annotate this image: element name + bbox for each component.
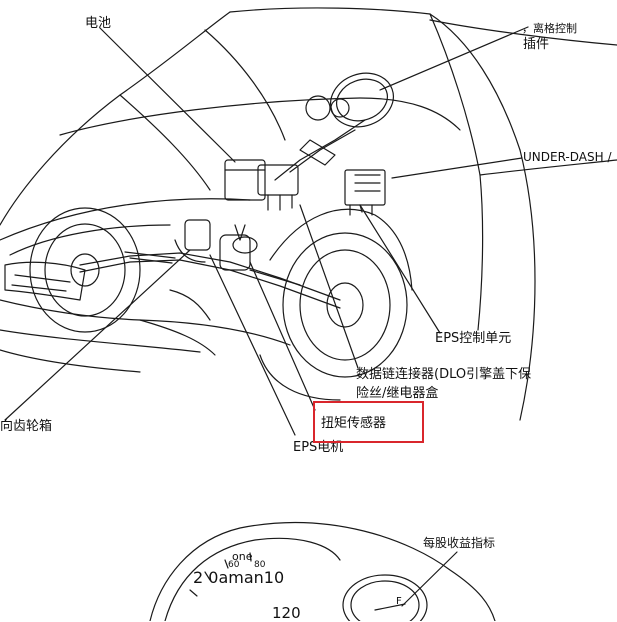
gauge-overlay-text: 2 0aman10 — [193, 568, 285, 587]
fuel-gauge-f: F — [396, 596, 402, 607]
label-eps-motor: EPS电机 — [293, 440, 344, 455]
gauge-word-one: one — [232, 550, 253, 563]
leader-eps-indicator — [401, 551, 458, 607]
leader-under-dash — [391, 157, 523, 179]
leader-eps-control-unit — [359, 204, 441, 334]
gauge-tick-120: 120 — [272, 604, 301, 622]
gauge-tick-80: 80 — [254, 560, 266, 570]
gauge-cluster-outline — [149, 522, 496, 621]
fuel-gauge — [342, 574, 428, 621]
eps-control-unit-box — [344, 169, 386, 206]
leader-eps-motor — [209, 254, 296, 436]
label-under-dash: UNDER-DASH / — [523, 150, 612, 164]
label-dlc-line1: 数据链连接器(DLO引擎盖下保 — [356, 367, 532, 382]
front-left-wheel — [29, 207, 141, 333]
label-torque-sensor: 扭矩传感器 — [321, 416, 387, 431]
leader-torque-sensor — [249, 261, 316, 411]
torque-sensor-highlight-box — [313, 401, 424, 443]
gauge-tick-60: 60 — [228, 560, 240, 570]
front-right-wheel — [282, 232, 408, 378]
label-eps-indicator: 每股收益指标 — [423, 536, 496, 550]
label-battery: 电池 — [85, 16, 112, 31]
leader-steering-connector — [379, 26, 529, 91]
leader-dlc — [299, 204, 359, 369]
steering-column — [274, 119, 366, 181]
label-dlc-line2: 险丝/继电器盒 — [356, 386, 439, 401]
battery-box — [224, 159, 266, 201]
label-gearbox: 向齿轮箱 — [0, 419, 53, 434]
gearbox-housing — [184, 219, 211, 251]
car-body-outline — [0, 11, 231, 226]
leader-battery — [99, 27, 236, 163]
leader-gearbox — [4, 249, 191, 421]
label-steering-connector-line2: 插件 — [523, 37, 550, 52]
label-eps-control-unit: EPS控制单元 — [435, 331, 512, 346]
label-steering-connector-line1: ，离格控制 — [522, 22, 577, 35]
